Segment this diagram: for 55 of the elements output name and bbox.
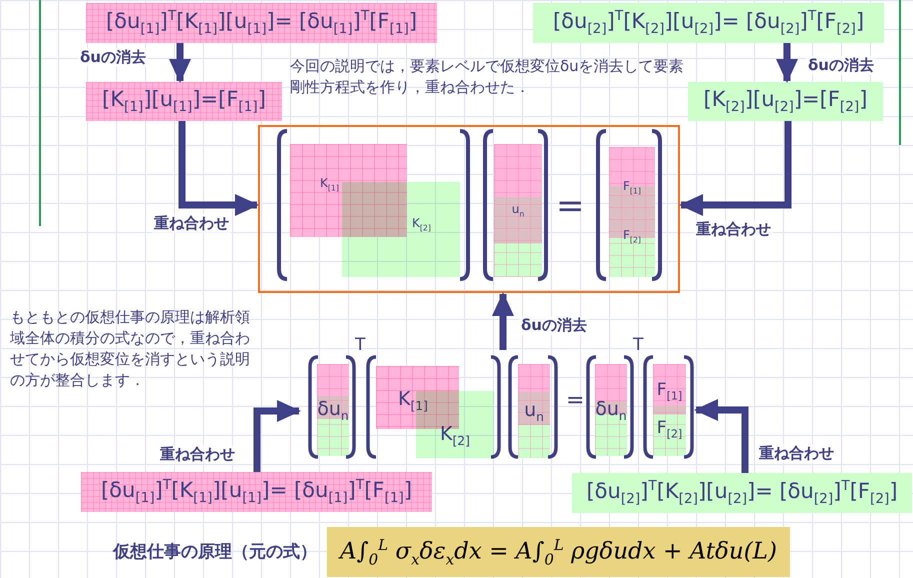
transpose-mark: T <box>633 335 644 355</box>
equation-box <box>86 3 437 43</box>
arrow <box>679 121 792 216</box>
arrow <box>169 43 191 83</box>
matrix-label: K$_{[2]}$ <box>440 423 470 448</box>
arrow <box>254 400 301 472</box>
matrix-label: u$_{n}$ <box>524 398 544 424</box>
explanation-note: もともとの仮想仕事の原理は解析領域全体の積分の式なので，重ね合わせてから仮想変位を消すという説明の方が整合します． <box>10 307 250 391</box>
vector-column <box>595 364 627 456</box>
equation-text: [K$_{[1]}$][u$_{[1]}$]=[F$_{[1]}$] <box>102 87 266 116</box>
vector-column <box>609 147 655 277</box>
formula-box <box>327 527 790 577</box>
matrix-label: K$_{[1]}$ <box>320 176 339 192</box>
matrix-label: δu$_{n}$ <box>317 398 349 422</box>
edge-label: δuの消去 <box>519 316 589 335</box>
equation-box <box>688 82 883 121</box>
equation-text: [K$_{[2]}$][u$_{[2]}$]=[F$_{[2]}$] <box>704 87 868 116</box>
edge-label: 重ね合わせ <box>152 214 231 233</box>
matrix-label: K$_{[2]}$ <box>412 216 431 232</box>
matrix-label: δu$_{n}$ <box>595 398 627 422</box>
arrow <box>776 43 798 83</box>
arrow <box>492 292 514 350</box>
formula-text: A∫$_{0}$$^{L}$ σ$_{x}$δε$_{x}$dx = A∫$_{0}$$^{L}$ ρgδudx + Atδu(L) <box>340 536 777 568</box>
vector-column <box>494 144 542 277</box>
edge-label: 重ね合わせ <box>694 220 773 239</box>
formula-caption: 仮想仕事の原理（元の式） <box>113 541 317 563</box>
edge-label: 重ね合わせ <box>757 444 836 463</box>
assembled-matrix-frame <box>258 125 680 293</box>
vector-column <box>518 364 550 458</box>
transpose-mark: T <box>355 335 366 355</box>
matrix-label: F$_{[1]}$ <box>623 179 641 196</box>
edge-label: δuの消去 <box>78 48 148 67</box>
equation-box <box>86 82 282 121</box>
matrix-label: F$_{[2]}$ <box>656 418 682 440</box>
equation-text: [δu$_{[2]}$]$^{T}$[K$_{[2]}$][u$_{[2]}$]= [δu$_{[2]}$]$^{T}$[F$_{[2]}$] <box>586 478 898 508</box>
edge-label: 重ね合わせ <box>158 445 237 464</box>
equation-text: [δu$_{[1]}$]$^{T}$[K$_{[1]}$][u$_{[1]}$]= [δu$_{[1]}$]$^{T}$[F$_{[1]}$] <box>100 477 412 507</box>
equals-sign: = <box>556 186 584 226</box>
matrix-label: K$_{[1]}$ <box>398 388 428 413</box>
matrix-block <box>342 182 460 277</box>
vector-column <box>653 364 686 456</box>
equals-sign: = <box>566 388 584 413</box>
equation-text: [δu$_{[2]}$]$^{T}$[K$_{[2]}$][u$_{[2]}$]= [δu$_{[2]}$]$^{T}$[F$_{[2]}$] <box>552 8 864 38</box>
arrow <box>694 399 748 473</box>
explanation-note: 今回の説明では，要素レベルで仮想変位δuを消去して要素剛性方程式を作り，重ね合わせた． <box>290 56 685 98</box>
equation-box <box>572 473 912 513</box>
edge-label: δuの消去 <box>806 56 876 75</box>
matrix-label: u$_{n}$ <box>512 202 524 219</box>
equation-box <box>81 472 432 512</box>
arrow <box>178 121 259 216</box>
equation-text: [δu$_{[1]}$]$^{T}$[K$_{[1]}$][u$_{[1]}$]= [δu$_{[1]}$]$^{T}$[F$_{[1]}$] <box>106 8 418 38</box>
matrix-label: F$_{[1]}$ <box>656 380 682 402</box>
vector-column <box>317 364 349 456</box>
equation-box <box>533 3 884 43</box>
matrix-label: F$_{[2]}$ <box>623 228 641 245</box>
